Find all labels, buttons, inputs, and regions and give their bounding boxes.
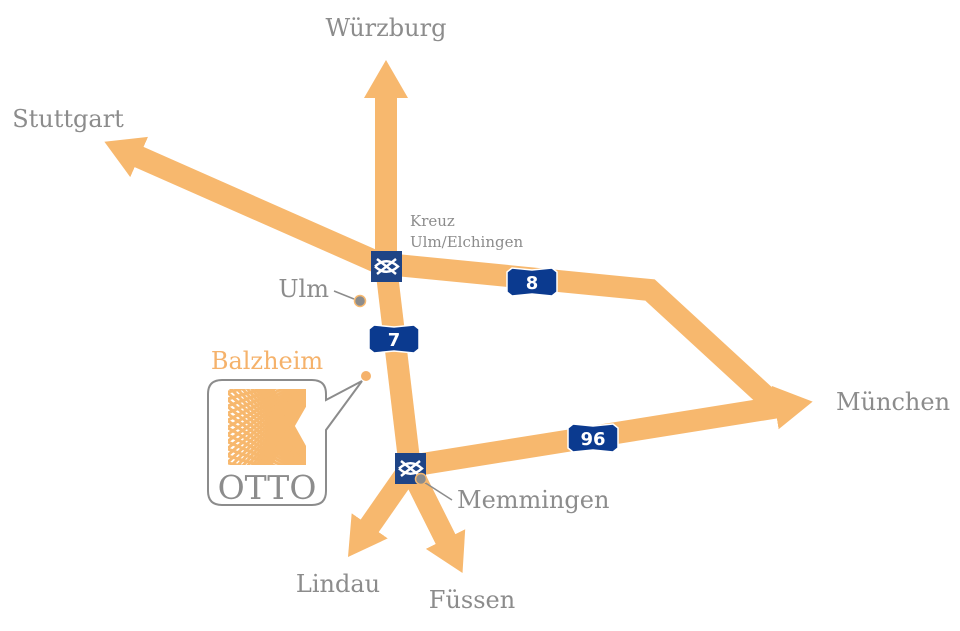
svg-text:96: 96: [580, 429, 605, 450]
motorway-shield-a8: 8: [506, 267, 558, 297]
label-memmingen: Memmingen: [457, 486, 609, 514]
logo-line: [236, 390, 306, 465]
balzheim-location-dot-icon: [361, 371, 371, 381]
logo-line: [228, 389, 287, 415]
logo-line: [228, 389, 305, 450]
logo-line: [228, 389, 306, 457]
otto-logo-icon: [228, 389, 306, 465]
logo-line: [268, 403, 306, 465]
label-balzheim: Balzheim: [211, 347, 324, 375]
motorway-shield-icon: [368, 324, 420, 354]
motorway-shield-a96: 96: [567, 423, 619, 453]
logo-line: [228, 389, 292, 422]
logo-line: [228, 389, 279, 408]
label-fuessen: Füssen: [429, 586, 515, 614]
memmingen-location-dot-icon: [414, 472, 428, 486]
label-wuerzburg: Würzburg: [326, 14, 447, 42]
logo-line: [228, 389, 302, 443]
label-interchange-line2: Ulm/Elchingen: [410, 233, 523, 251]
road-a7: [375, 264, 421, 470]
svg-text:8: 8: [526, 273, 539, 294]
otto-logo-text: OTTO: [218, 468, 317, 507]
motorway-shield-icon: [506, 267, 558, 297]
label-lindau: Lindau: [296, 570, 380, 598]
logo-line: [228, 389, 296, 429]
label-ulm: Ulm: [278, 275, 329, 303]
road-to-stuttgart: [104, 136, 391, 277]
logo-line: [228, 389, 300, 436]
label-interchange-line1: Kreuz: [410, 212, 455, 230]
motorway-shield-icon: [567, 423, 619, 453]
logo-line: [228, 454, 265, 465]
ulm-location-dot-icon: [353, 294, 367, 308]
motorway-shield-a7: 7: [368, 324, 420, 354]
logo-line: [228, 389, 306, 464]
road-a8-east: [384, 253, 783, 414]
logo-line: [229, 389, 306, 465]
svg-text:7: 7: [388, 330, 401, 351]
memmingen-leader: [423, 481, 453, 501]
label-stuttgart: Stuttgart: [12, 105, 124, 133]
interchange-icon: [371, 251, 402, 282]
ulm-leader: [333, 290, 355, 300]
label-muenchen: München: [836, 388, 950, 416]
